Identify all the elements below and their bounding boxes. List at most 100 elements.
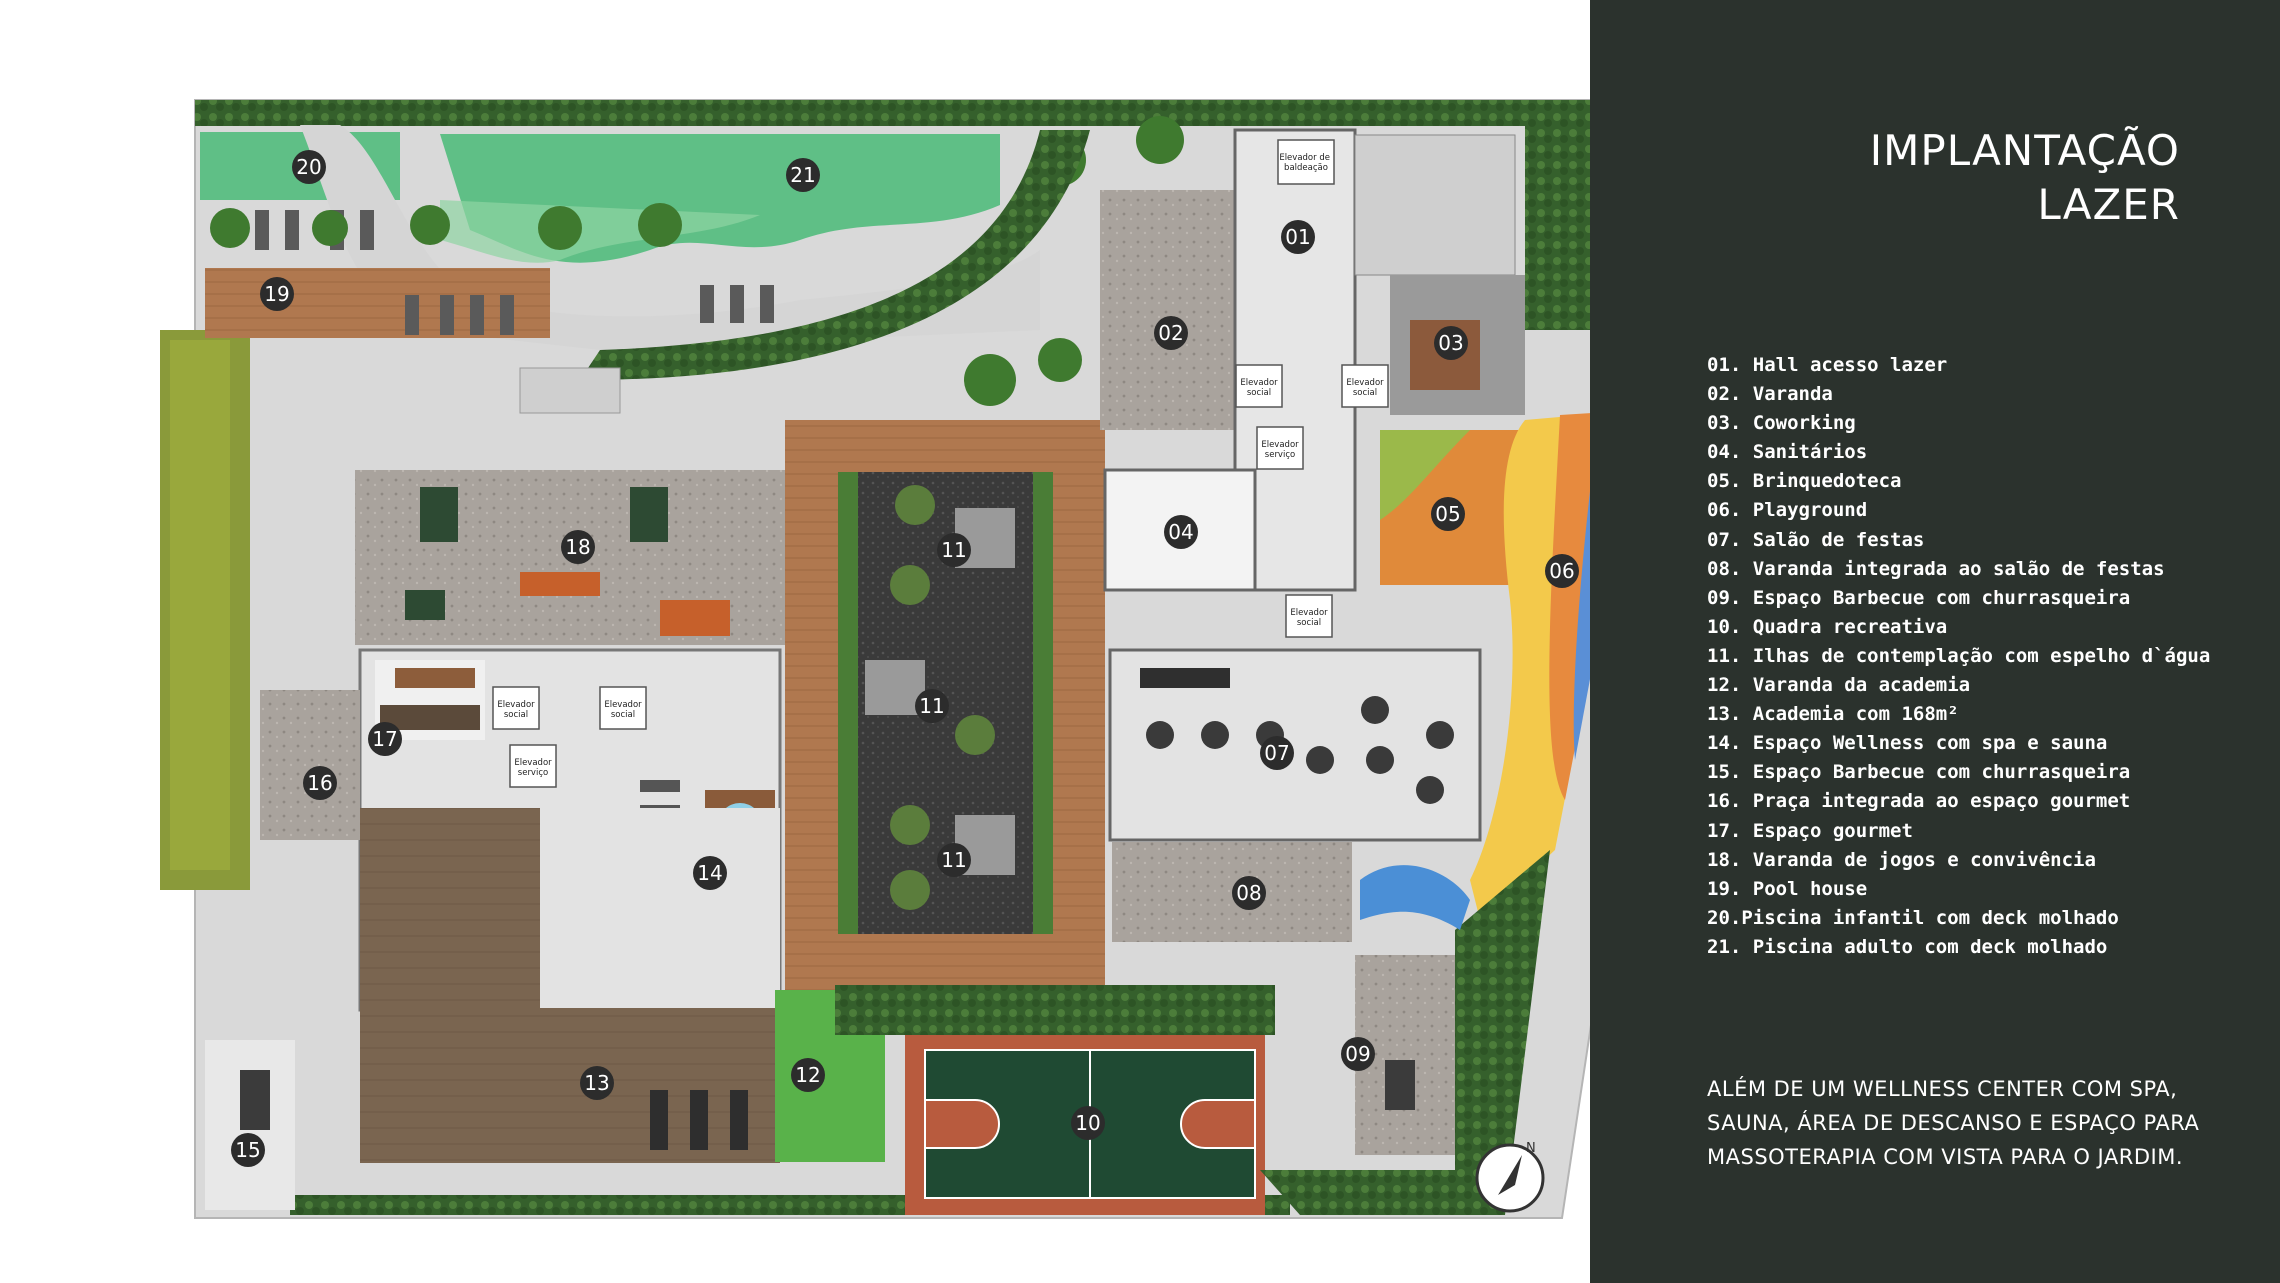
area-marker-label: 14 xyxy=(697,861,722,885)
area-marker-circle xyxy=(937,533,971,567)
area-marker-label: 06 xyxy=(1549,559,1574,583)
top-hedge xyxy=(195,100,1735,126)
area-04 xyxy=(1103,468,1257,592)
area-marker-circle xyxy=(1154,316,1188,350)
area-16 xyxy=(260,690,360,840)
legend-item: 08. Varanda integrada ao salão de festas xyxy=(1707,557,2165,580)
area-marker-label: 21 xyxy=(790,163,815,187)
area-marker-label: 08 xyxy=(1236,881,1261,905)
area-marker-11: 11 xyxy=(937,843,971,877)
area-marker-label: 01 xyxy=(1285,225,1310,249)
area-marker-02: 02 xyxy=(1154,316,1188,350)
area-marker-label: 16 xyxy=(307,771,332,795)
area-marker-circle xyxy=(1232,876,1266,910)
legend-item: 15. Espaço Barbecue com churrasqueira xyxy=(1707,761,2131,784)
area-marker-21: 21 xyxy=(786,158,820,192)
compass-icon: N xyxy=(1475,1141,1545,1213)
legend-item: 01. Hall acesso lazer xyxy=(1707,354,1948,376)
legend-item: 12. Varanda da academia xyxy=(1707,674,1971,697)
legend-item: 09. Espaço Barbecue com churrasqueira xyxy=(1707,586,2131,609)
area-marker-label: 19 xyxy=(264,282,289,306)
legend-item: 07. Salão de festas xyxy=(1707,528,1925,551)
area-marker-03: 03 xyxy=(1434,326,1468,360)
area-marker-label: 05 xyxy=(1435,502,1460,526)
area-marker-label: 20 xyxy=(296,155,321,179)
area-marker-circle xyxy=(561,530,595,564)
legend-item: 05. Brinquedoteca xyxy=(1707,470,1902,493)
legend-item: 16. Praça integrada ao espaço gourmet xyxy=(1707,790,2131,813)
area-marker-label: 11 xyxy=(941,538,966,562)
area-marker-circle xyxy=(1431,497,1465,531)
area-marker-01: 01 xyxy=(1281,220,1315,254)
area-marker-17: 17 xyxy=(368,722,402,756)
area-marker-08: 08 xyxy=(1232,876,1266,910)
area-marker-label: 09 xyxy=(1345,1042,1370,1066)
area-marker-circle xyxy=(937,843,971,877)
area-marker-06: 06 xyxy=(1545,554,1579,588)
area-marker-circle xyxy=(1434,326,1468,360)
legend-item: 19. Pool house xyxy=(1707,877,1868,900)
legend-item: 02. Varanda xyxy=(1707,383,1833,406)
legend-item: 11. Ilhas de contemplação com espelho d`… xyxy=(1707,644,2211,667)
area-marker-circle xyxy=(231,1133,265,1167)
area-marker-circle xyxy=(580,1066,614,1100)
area-marker-circle xyxy=(1545,554,1579,588)
area-marker-circle xyxy=(786,158,820,192)
area-marker-circle xyxy=(260,277,294,311)
area-marker-circle xyxy=(368,722,402,756)
area-marker-09: 09 xyxy=(1341,1037,1375,1071)
area-marker-circle xyxy=(1164,515,1198,549)
elevator-baldeacao: Elevador de baldeação xyxy=(1277,139,1335,185)
area-marker-label: 10 xyxy=(1075,1111,1100,1135)
area-marker-12: 12 xyxy=(791,1058,825,1092)
area-marker-label: 03 xyxy=(1438,331,1463,355)
area-marker-19: 19 xyxy=(260,277,294,311)
area-08 xyxy=(1112,842,1352,942)
area-marker-label: 18 xyxy=(565,535,590,559)
legend-item: 21. Piscina adulto com deck molhado xyxy=(1707,935,2108,958)
area-marker-11: 11 xyxy=(937,533,971,567)
area-marker-label: 13 xyxy=(584,1071,609,1095)
elevator-baldeacao-label: Elevador de baldeação xyxy=(1279,153,1332,173)
area-marker-15: 15 xyxy=(231,1133,265,1167)
page-title-line1: IMPLANTAÇÃO xyxy=(1869,126,2180,175)
area-marker-circle xyxy=(1281,220,1315,254)
elev-baldeacao-l2: baldeação xyxy=(1284,163,1328,173)
area-marker-18: 18 xyxy=(561,530,595,564)
area-02 xyxy=(1100,190,1240,430)
area-marker-circle xyxy=(303,766,337,800)
legend-item: 13. Academia com 168m² xyxy=(1707,703,1959,726)
area-marker-circle xyxy=(1260,736,1294,770)
legend-item: 17. Espaço gourmet xyxy=(1707,819,1913,842)
description-text: ALÉM DE UM WELLNESS CENTER COM SPA, SAUN… xyxy=(1707,1077,2200,1169)
area-marker-circle xyxy=(292,150,326,184)
area-marker-11: 11 xyxy=(915,689,949,723)
area-marker-10: 10 xyxy=(1071,1106,1105,1140)
area-marker-05: 05 xyxy=(1431,497,1465,531)
info-panel xyxy=(1590,0,2280,1283)
area-marker-14: 14 xyxy=(693,856,727,890)
compass-north-label: N xyxy=(1526,1141,1536,1156)
area-marker-label: 17 xyxy=(372,727,397,751)
area-marker-07: 07 xyxy=(1260,736,1294,770)
legend-item: 18. Varanda de jogos e convivência xyxy=(1707,848,2096,871)
area-marker-16: 16 xyxy=(303,766,337,800)
area-marker-label: 04 xyxy=(1168,520,1193,544)
area-marker-label: 11 xyxy=(941,848,966,872)
legend-item: 20.Piscina infantil com deck molhado xyxy=(1707,906,2119,929)
area-marker-13: 13 xyxy=(580,1066,614,1100)
area-marker-04: 04 xyxy=(1164,515,1198,549)
